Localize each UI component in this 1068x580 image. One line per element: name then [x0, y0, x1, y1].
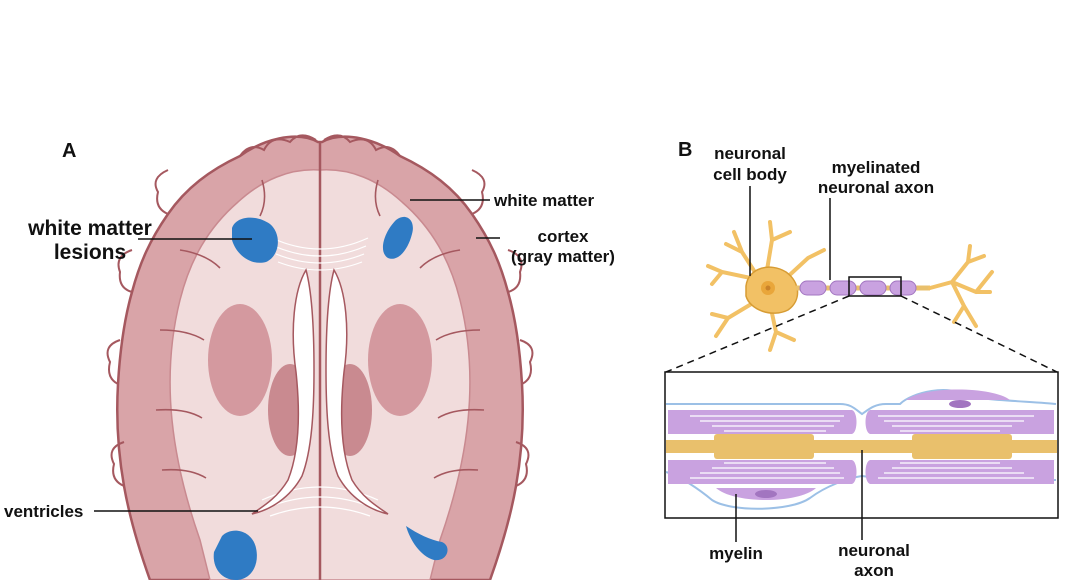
label-ventricles: ventricles	[4, 502, 83, 521]
label-myelin: myelin	[709, 544, 763, 563]
label-cell-body-line2: cell body	[713, 165, 787, 184]
brain-illustration	[106, 134, 534, 580]
right-basal-ganglia	[368, 304, 432, 416]
label-lesions-line1: white matter	[27, 217, 152, 240]
left-basal-ganglia	[208, 304, 272, 416]
corpus-callosum-fibers	[261, 237, 379, 517]
neuron-illustration	[706, 220, 994, 352]
label-axon-line2: neuronal axon	[818, 178, 934, 197]
lesion-lower-right	[406, 526, 448, 561]
neuron-nucleolus	[765, 285, 771, 291]
label-neuronal-axon-line2: axon	[854, 561, 894, 580]
panel-b: B	[664, 139, 1059, 580]
zoom-region-box	[848, 276, 902, 297]
dendrites	[706, 220, 826, 352]
label-cortex-line1: cortex	[537, 227, 589, 246]
myelin-lamellae-lower	[668, 460, 1054, 500]
myelin-lamellae-upper	[668, 389, 1054, 434]
cortex-sulci	[155, 179, 485, 479]
label-cell-body-line1: neuronal	[714, 144, 786, 163]
zoom-line-right	[900, 295, 1058, 373]
right-ventricle	[325, 268, 389, 515]
label-lesions-line2: lesions	[54, 241, 126, 264]
node-segment-right	[912, 434, 1012, 459]
cortex-gyri	[106, 134, 534, 487]
axon-terminals	[928, 244, 994, 328]
lesion-upper-right	[382, 216, 413, 259]
label-white-matter: white matter	[493, 191, 595, 210]
lesion-upper-left	[232, 217, 278, 263]
panel-b-letter: B	[678, 139, 692, 161]
panel-a: A wh	[4, 134, 615, 580]
panel-a-letter: A	[62, 140, 76, 162]
left-ventricle	[251, 268, 315, 515]
node-segment-left	[714, 434, 814, 459]
lesion-lower-left	[213, 530, 257, 580]
label-neuronal-axon-line1: neuronal	[838, 541, 910, 560]
label-axon-line1: myelinated	[832, 158, 921, 177]
label-cortex-line2: (gray matter)	[511, 247, 615, 266]
zoom-line-left	[665, 295, 850, 373]
